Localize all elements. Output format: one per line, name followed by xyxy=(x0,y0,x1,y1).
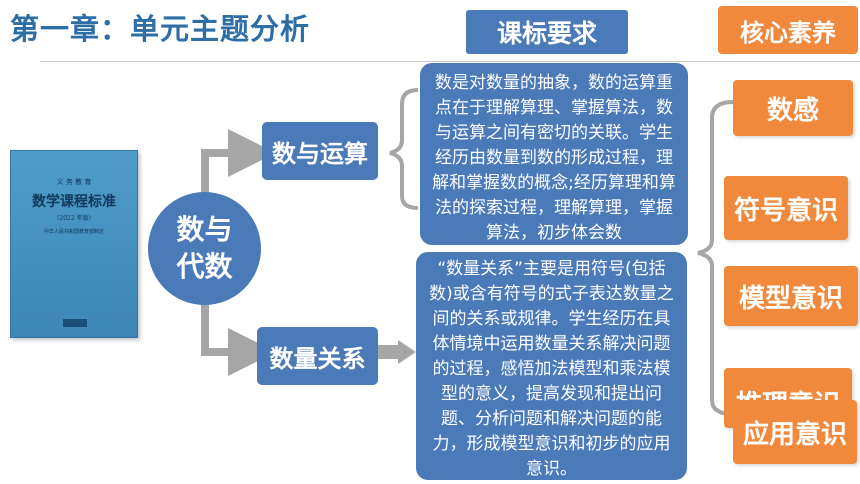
page-title: 第一章：单元主题分析 xyxy=(10,12,311,46)
number-operations-description: 数是对数量的抽象，数的运算重点在于理解算理、掌握算法，数与运算之间有密切的关联。… xyxy=(420,63,688,245)
branch-quantity-relations: 数量关系 xyxy=(257,327,378,385)
literacy-number-sense: 数感 xyxy=(733,80,853,136)
quantity-relations-description: “数量关系”主要是用符号(包括数)或含有符号的式子表达数量之间的关系或规律。学生… xyxy=(416,252,687,480)
publisher-logo-icon xyxy=(63,319,87,327)
book-title: 数学课程标准 xyxy=(32,194,116,210)
literacy-symbol-awareness: 符号意识 xyxy=(724,176,848,240)
curriculum-requirements-header: 课标要求 xyxy=(466,10,628,54)
title-divider xyxy=(40,61,860,62)
curriculum-standard-book-cover: 义 务 教 育 数学课程标准 （2022 年版） 中华人民共和国教育部制定 xyxy=(10,150,138,338)
literacy-application-awareness: 应用意识 xyxy=(733,400,857,464)
center-topic-label: 数与代数 xyxy=(176,213,233,283)
arrow-to-quantity-relations xyxy=(201,300,276,376)
literacy-model-awareness: 模型意识 xyxy=(724,266,858,326)
book-publisher: 中华人民共和国教育部制定 xyxy=(43,229,104,235)
book-edition: （2022 年版） xyxy=(53,215,95,222)
arrow-to-number-operations xyxy=(201,129,276,196)
brace-literacies xyxy=(697,100,734,416)
center-topic-circle: 数与代数 xyxy=(148,192,261,305)
core-literacy-header: 核心素养 xyxy=(718,6,858,54)
book-series-text: 义 务 教 育 xyxy=(56,178,92,186)
arrow-head-relations-description xyxy=(398,340,416,364)
brace-number-operations xyxy=(389,88,419,210)
branch-number-operations: 数与运算 xyxy=(262,122,378,180)
